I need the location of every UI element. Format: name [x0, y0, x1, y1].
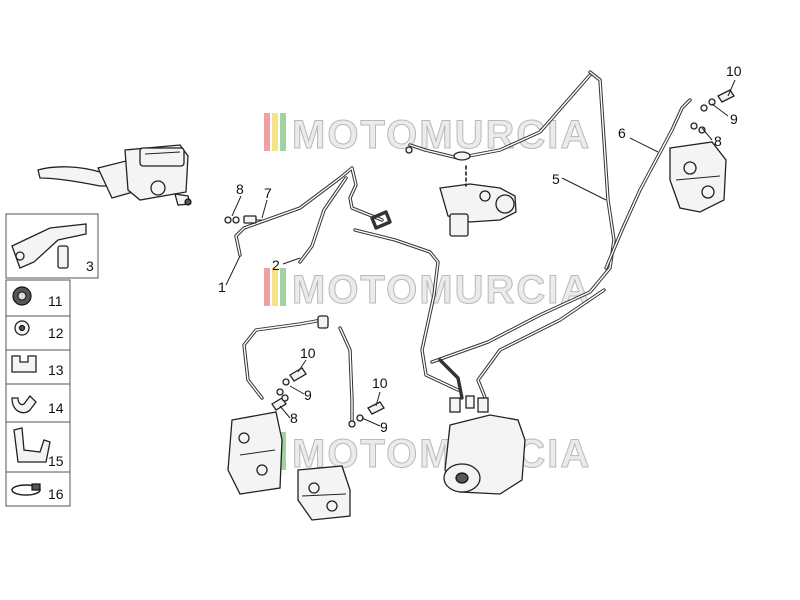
front-master-cylinder	[37, 144, 192, 206]
part-panel-11	[5, 279, 71, 317]
front-brake-caliper-left	[227, 315, 354, 495]
callout-13: 13	[48, 362, 64, 378]
callout-9-front-left: 9	[304, 387, 312, 403]
fitting-group-rear-caliper	[690, 89, 735, 134]
watermark-text: MOTOMURCIA	[292, 113, 591, 157]
part-panel-16	[5, 471, 71, 507]
callout-14: 14	[48, 400, 64, 416]
fitting-group-front-left-caliper	[271, 367, 307, 411]
callout-10-rear: 10	[726, 63, 742, 79]
callout-9-front-right: 9	[380, 419, 388, 435]
callout-6: 6	[618, 125, 626, 141]
callout-2: 2	[272, 257, 280, 273]
callout-15: 15	[48, 453, 64, 469]
part-panel-3	[5, 213, 99, 279]
callout-10-front-left: 10	[300, 345, 316, 361]
front-brake-caliper-right	[297, 465, 351, 521]
part-panel-12	[5, 315, 71, 351]
callout-10-front-right: 10	[372, 375, 388, 391]
watermark-bottom: MOTOMURCIA	[264, 432, 591, 477]
callout-labels: 1 2 3 5 6 7 8 8 8 9 9 9 10 10 10 11 12 1…	[48, 63, 742, 502]
callout-12: 12	[48, 325, 64, 341]
callout-9-rear: 9	[730, 111, 738, 127]
part-panel-14	[5, 383, 71, 423]
watermark-middle: MOTOMURCIA	[264, 268, 591, 313]
callout-1: 1	[218, 279, 226, 295]
callout-16: 16	[48, 486, 64, 502]
callout-7: 7	[264, 185, 272, 201]
abs-modulator	[443, 395, 526, 495]
callout-3: 3	[86, 258, 94, 274]
leader-lines	[225, 79, 736, 427]
rear-brake-caliper	[669, 141, 727, 213]
watermark-text: MOTOMURCIA	[292, 268, 591, 312]
fitting-group-front-right-caliper	[348, 401, 385, 428]
callout-5: 5	[552, 171, 560, 187]
callout-8-front: 8	[290, 410, 298, 426]
brake-hose-6	[604, 98, 692, 270]
watermark-text: MOTOMURCIA	[292, 432, 591, 476]
callout-8-left: 8	[236, 181, 244, 197]
callout-8-rear: 8	[714, 133, 722, 149]
part-panel-15	[5, 421, 71, 473]
brake-hose-front-long	[353, 210, 460, 392]
fitting-group-left	[224, 215, 262, 224]
brake-hose-2	[298, 176, 348, 264]
rear-master-cylinder	[405, 73, 592, 237]
part-panel-13	[5, 349, 71, 385]
brake-hose-1	[234, 166, 384, 257]
callout-11: 11	[48, 293, 63, 309]
watermark-top: MOTOMURCIA	[264, 113, 591, 158]
